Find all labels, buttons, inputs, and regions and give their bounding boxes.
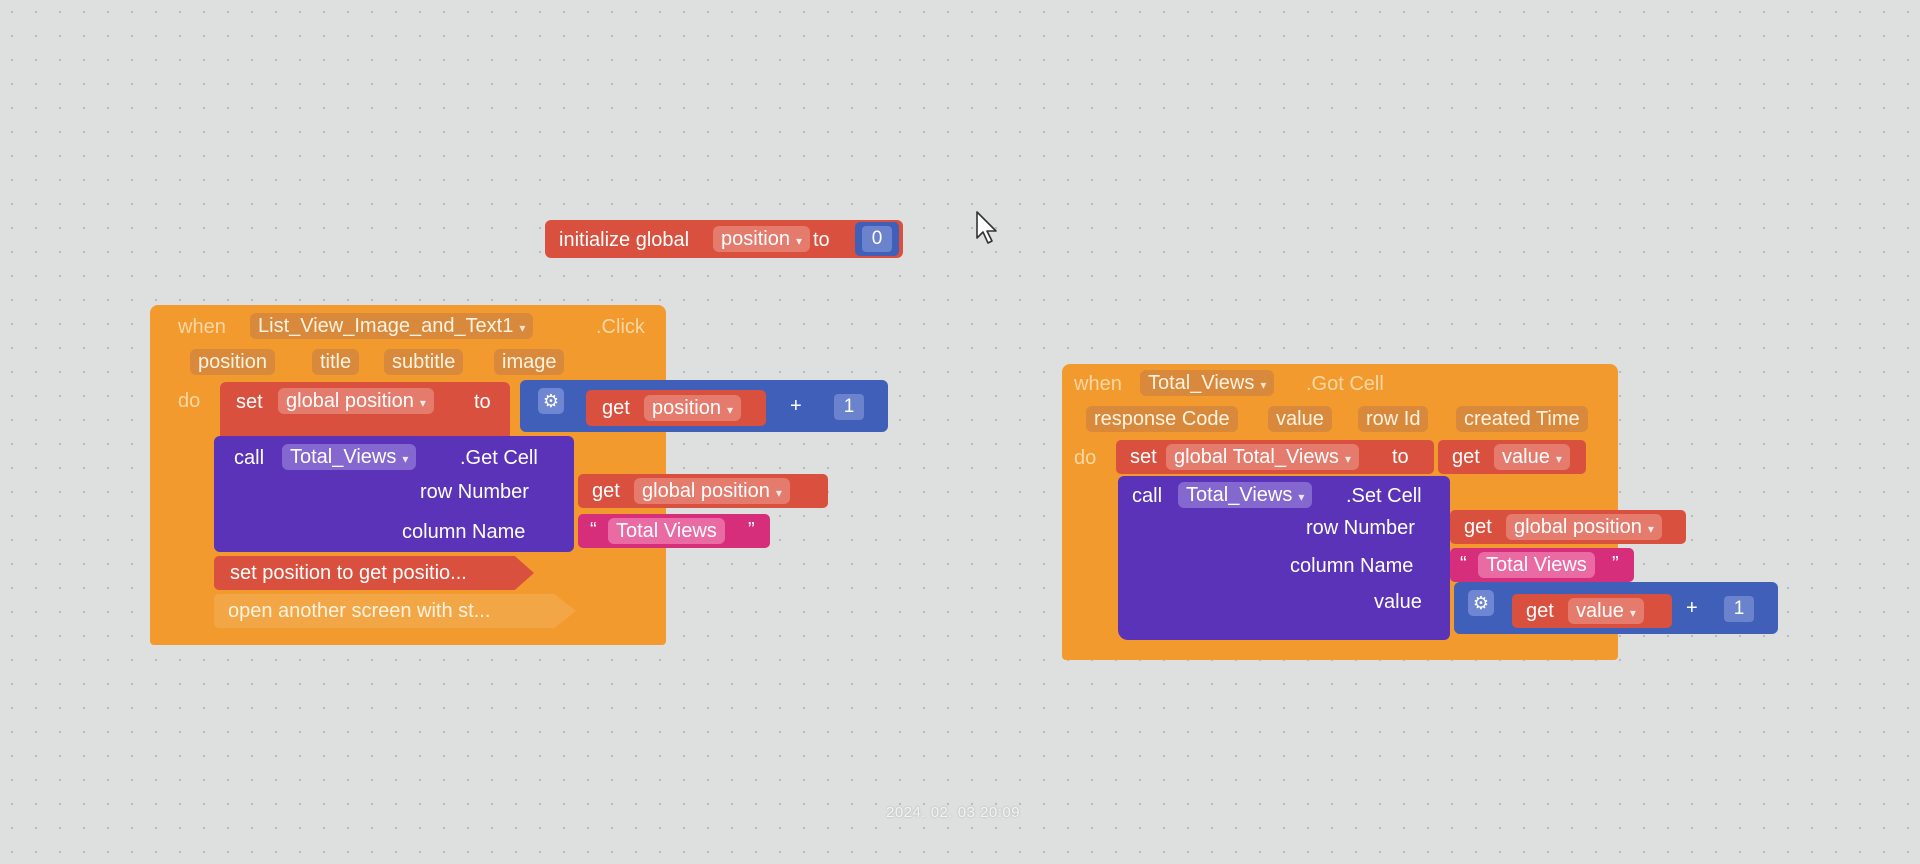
gotcell-value-get-var-dropdown[interactable]: value▾ (1568, 598, 1644, 624)
row-number-label: row Number (420, 481, 529, 503)
dropdown-arrow-icon: ▾ (1344, 452, 1351, 466)
set-global-position-block[interactable]: set global position▾ to (220, 382, 510, 440)
gotcell-close-quote: ” (1612, 553, 1619, 575)
photo-timestamp: 2024. 02. 03 20:09 (886, 804, 1021, 821)
plus-operator: + (790, 395, 802, 417)
mouse-cursor-icon (976, 211, 997, 244)
click-component-dropdown[interactable]: List_View_Image_and_Text1▾ (250, 313, 534, 339)
gotcell-open-quote: “ (1460, 553, 1467, 575)
get-value-block[interactable]: get value▾ (1438, 440, 1586, 474)
column-text-value[interactable]: Total Views (608, 518, 725, 544)
when-label: when (178, 316, 226, 338)
click-event-footer (150, 624, 662, 642)
add-number-value[interactable]: 1 (834, 394, 864, 420)
set-label: set (236, 391, 263, 413)
gotcell-component-dropdown[interactable]: Total_Views▾ (1140, 370, 1275, 396)
dropdown-arrow-icon: ▾ (519, 321, 526, 335)
dropdown-arrow-icon: ▾ (1555, 452, 1562, 466)
gotcell-column-text-block[interactable]: “ Total Views ” (1450, 548, 1634, 582)
set-to-label: to (474, 391, 491, 413)
param-value[interactable]: value (1268, 406, 1332, 432)
dropdown-arrow-icon: ▾ (726, 403, 733, 417)
param-created-time[interactable]: created Time (1456, 406, 1588, 432)
gotcell-call-method: .Set Cell (1346, 485, 1422, 507)
param-response-code[interactable]: response Code (1086, 406, 1238, 432)
gotcell-call-label: call (1132, 485, 1163, 507)
param-image[interactable]: image (494, 349, 565, 375)
gotcell-get-global-position-block[interactable]: get global position▾ (1450, 510, 1686, 544)
set-global-total-views-block[interactable]: set global Total_Views▾ to (1116, 440, 1434, 474)
do-label: do (178, 390, 201, 412)
gotcell-event-name: .Got Cell (1306, 373, 1384, 395)
collapsed-label-2: open another screen with st... (228, 600, 491, 622)
get-label: get (602, 397, 630, 419)
gotcell-row-get-var-dropdown[interactable]: global position▾ (1506, 514, 1662, 540)
row-get-label: get (592, 480, 620, 502)
param-row-id[interactable]: row Id (1358, 406, 1429, 432)
dropdown-arrow-icon: ▾ (795, 234, 802, 248)
init-number-value[interactable]: 0 (862, 226, 892, 252)
init-label: initialize global (559, 229, 690, 251)
dropdown-arrow-icon: ▾ (1629, 606, 1636, 620)
column-text-block[interactable]: “ Total Views ” (578, 514, 770, 548)
init-var-name[interactable]: position▾ (713, 226, 810, 252)
gotcell-set-var-dropdown[interactable]: global Total_Views▾ (1166, 444, 1359, 470)
param-subtitle[interactable]: subtitle (384, 349, 464, 375)
init-to-label: to (813, 229, 830, 251)
get-var-dropdown[interactable]: position▾ (644, 395, 741, 421)
gotcell-column-name-label: column Name (1290, 555, 1414, 577)
call-label: call (234, 447, 265, 469)
call-get-cell-block[interactable]: call Total_Views▾ .Get Cell row Number c… (214, 436, 574, 552)
gotcell-when-label: when (1074, 373, 1122, 395)
gotcell-row-number-label: row Number (1306, 517, 1415, 539)
get-position-block[interactable]: get position▾ (586, 390, 766, 426)
get-global-position-block[interactable]: get global position▾ (578, 474, 828, 508)
initialize-global-block[interactable]: initialize global position▾ to 0 (545, 220, 903, 258)
dropdown-arrow-icon: ▾ (775, 486, 782, 500)
gotcell-column-text-value[interactable]: Total Views (1478, 552, 1595, 578)
gotcell-get-var-dropdown[interactable]: value▾ (1494, 444, 1570, 470)
param-position[interactable]: position (190, 349, 275, 375)
collapsed-set-position-block[interactable]: set position to get positio... (214, 556, 534, 590)
open-quote: “ (590, 519, 597, 541)
close-quote: ” (748, 519, 755, 541)
gotcell-call-component-dropdown[interactable]: Total_Views▾ (1178, 482, 1313, 508)
click-event-name: .Click (596, 316, 645, 338)
gotcell-row-get-label: get (1464, 516, 1492, 538)
gotcell-value-label: value (1374, 591, 1422, 613)
dropdown-arrow-icon: ▾ (1298, 490, 1305, 504)
init-number-block[interactable]: 0 (855, 222, 899, 256)
gotcell-do-label: do (1074, 447, 1097, 469)
dropdown-arrow-icon: ▾ (402, 452, 409, 466)
dropdown-arrow-icon: ▾ (1647, 522, 1654, 536)
gotcell-plus-operator: + (1686, 597, 1698, 619)
collapsed-open-screen-block[interactable]: open another screen with st... (214, 594, 576, 628)
math-add-block[interactable]: ⚙ get position▾ + 1 (520, 380, 888, 432)
gotcell-get-label: get (1452, 446, 1480, 468)
param-title[interactable]: title (312, 349, 360, 375)
row-get-var-dropdown[interactable]: global position▾ (634, 478, 790, 504)
gear-icon[interactable]: ⚙ (1468, 590, 1494, 616)
call-method-name: .Get Cell (460, 447, 538, 469)
gotcell-set-to-label: to (1392, 446, 1409, 468)
gotcell-math-add-block[interactable]: ⚙ get value▾ + 1 (1454, 582, 1778, 634)
call-component-dropdown[interactable]: Total_Views▾ (282, 444, 417, 470)
call-set-cell-block[interactable]: call Total_Views▾ .Set Cell row Number c… (1118, 476, 1450, 640)
set-var-dropdown[interactable]: global position▾ (278, 388, 434, 414)
dropdown-arrow-icon: ▾ (1260, 378, 1267, 392)
column-name-label: column Name (402, 521, 526, 543)
gotcell-add-number-value[interactable]: 1 (1724, 596, 1754, 622)
dropdown-arrow-icon: ▾ (419, 396, 426, 410)
gotcell-set-label: set (1130, 446, 1157, 468)
gotcell-get-value-block[interactable]: get value▾ (1512, 594, 1672, 628)
collapsed-label-1: set position to get positio... (230, 562, 467, 584)
gotcell-value-get-label: get (1526, 600, 1554, 622)
gear-icon[interactable]: ⚙ (538, 388, 564, 414)
